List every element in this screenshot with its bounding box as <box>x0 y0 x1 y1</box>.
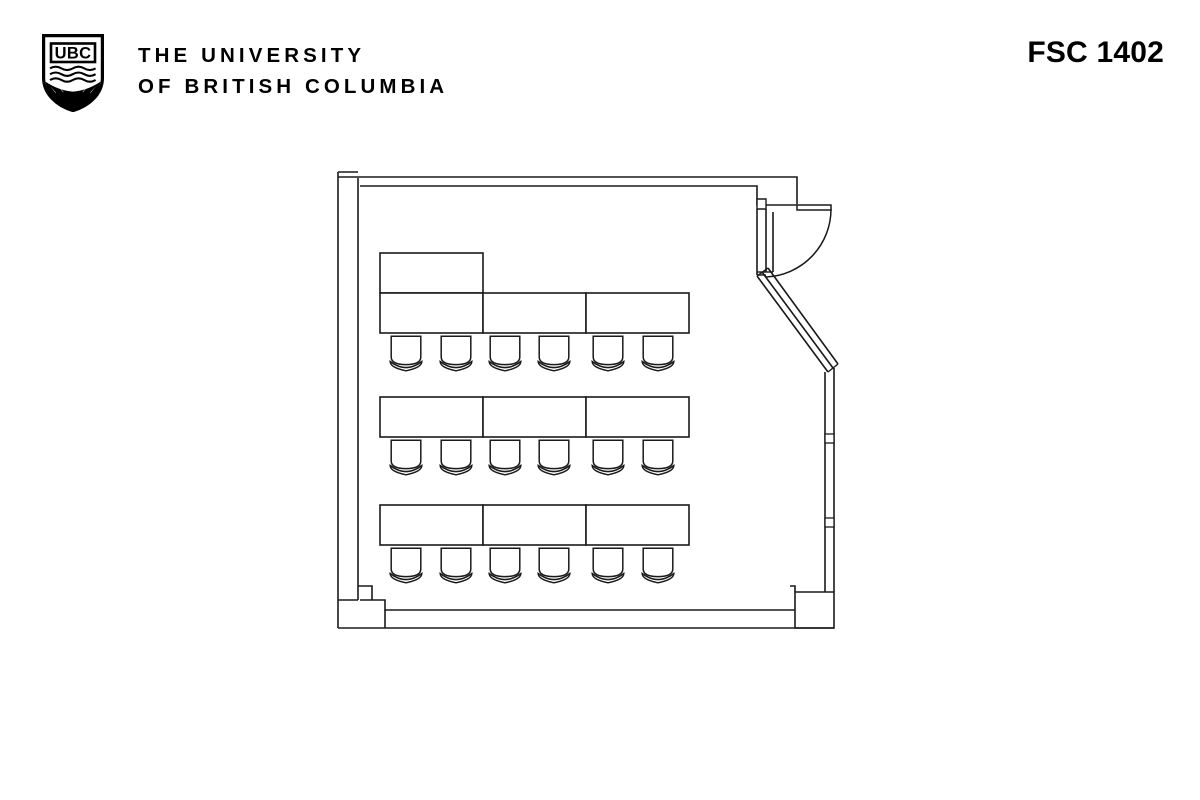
chair-r3-c1[interactable] <box>389 547 423 584</box>
chair-r3-c5[interactable] <box>591 547 625 584</box>
desk-r2-s2[interactable] <box>482 396 587 438</box>
column-bottom-right <box>794 591 835 629</box>
page-header: UBC THE UNIVERSITY OF BRITISH C <box>0 0 1200 130</box>
door-leaf <box>796 204 832 211</box>
column-right-shoulder <box>790 585 796 592</box>
desk-r2-s3[interactable] <box>585 396 690 438</box>
chair-r2-c5[interactable] <box>591 439 625 476</box>
desk-r3-s3[interactable] <box>585 504 690 546</box>
ubc-shield-icon: UBC <box>42 34 104 112</box>
instructor-desk[interactable] <box>379 252 484 294</box>
chair-r1-c1[interactable] <box>389 335 423 372</box>
svg-text:UBC: UBC <box>55 44 92 62</box>
top-wall-inner <box>360 185 797 206</box>
desk-r3-s2[interactable] <box>482 504 587 546</box>
angled-wall-line-a <box>756 275 829 373</box>
chair-r1-c4[interactable] <box>537 335 571 372</box>
chair-r2-c4[interactable] <box>537 439 571 476</box>
seating-row-3 <box>379 504 690 584</box>
desk-r2-s1[interactable] <box>379 396 484 438</box>
chair-r3-c4[interactable] <box>537 547 571 584</box>
chair-r1-c6[interactable] <box>641 335 675 372</box>
desk-r1-s2[interactable] <box>482 292 587 334</box>
window-mullion-marker-lower <box>824 517 835 528</box>
chair-r3-c2[interactable] <box>439 547 473 584</box>
room-walls <box>337 171 839 629</box>
door-jamb-top <box>756 198 767 210</box>
angled-wall-cap-top <box>756 267 769 277</box>
chair-r2-c6[interactable] <box>641 439 675 476</box>
chair-r2-c3[interactable] <box>488 439 522 476</box>
ubc-wordmark: THE UNIVERSITY OF BRITISH COLUMBIA <box>138 34 448 102</box>
desk-r1-s3[interactable] <box>585 292 690 334</box>
ubc-brand-lockup: UBC THE UNIVERSITY OF BRITISH C <box>42 34 448 112</box>
room-code-label: FSC 1402 <box>1027 36 1164 69</box>
door-swing-arc <box>765 208 832 278</box>
window-mullion-marker-upper <box>824 433 835 444</box>
angled-wall-line-b <box>761 271 834 369</box>
angled-wall-line-c <box>767 267 839 365</box>
chair-r2-c1[interactable] <box>389 439 423 476</box>
chair-r3-c3[interactable] <box>488 547 522 584</box>
seating-row-1 <box>379 252 690 372</box>
wordmark-line-1: THE UNIVERSITY <box>138 44 366 67</box>
chair-r3-c6[interactable] <box>641 547 675 584</box>
desk-r1-s1[interactable] <box>379 292 484 334</box>
wordmark-line-2: OF BRITISH COLUMBIA <box>138 75 449 98</box>
chair-r2-c2[interactable] <box>439 439 473 476</box>
seating-row-2 <box>379 396 690 476</box>
desk-r3-s1[interactable] <box>379 504 484 546</box>
entry-door[interactable] <box>765 204 832 278</box>
chair-r1-c3[interactable] <box>488 335 522 372</box>
column-bottom-left-notch <box>358 585 373 600</box>
angled-wall-cap-bottom <box>827 363 839 373</box>
bottom-wall-inner <box>360 599 795 611</box>
chair-r1-c2[interactable] <box>439 335 473 372</box>
chair-r1-c5[interactable] <box>591 335 625 372</box>
top-wall-outer <box>338 176 798 204</box>
